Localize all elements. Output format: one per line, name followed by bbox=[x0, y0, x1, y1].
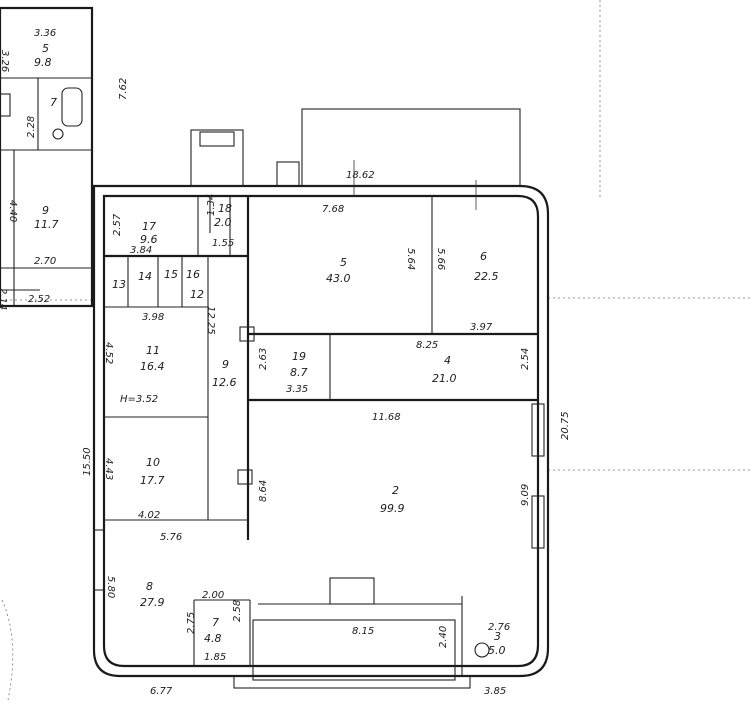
dimension-label: 2.70 bbox=[34, 256, 56, 267]
dimension-label: 3.36 bbox=[34, 28, 56, 39]
dimension-label: 4.02 bbox=[138, 510, 160, 521]
adjacent-apartment bbox=[0, 6, 94, 308]
dimension-label: 2.63 bbox=[258, 348, 269, 370]
dimension-label: 8.25 bbox=[416, 340, 438, 351]
dimension-label: 4.40 bbox=[7, 200, 18, 222]
room-area: 11.7 bbox=[34, 218, 59, 231]
dimension-label: 5.64 bbox=[405, 248, 416, 270]
dimension-label: 1.34 bbox=[206, 194, 217, 216]
room-area: 99.9 bbox=[380, 502, 405, 515]
room-number: 9 bbox=[42, 204, 49, 217]
dimension-label: 9.09 bbox=[520, 484, 531, 506]
dimension-label: 2.14 bbox=[0, 288, 8, 310]
room-number: 18 bbox=[218, 202, 232, 215]
dimension-label: 1.85 bbox=[204, 652, 226, 663]
dimension-label: 2.58 bbox=[232, 600, 243, 622]
dimension-label: 7.62 bbox=[118, 78, 129, 100]
room-area: 17.7 bbox=[140, 474, 165, 487]
room-area: 9.8 bbox=[34, 56, 52, 69]
room-number: 13 bbox=[112, 278, 126, 291]
room-number: 9 bbox=[222, 358, 229, 371]
dimension-label: 2.00 bbox=[202, 590, 224, 601]
dimension-label: 3.98 bbox=[142, 312, 164, 323]
dimension-label: 3.26 bbox=[0, 50, 10, 72]
room-number: 2 bbox=[392, 484, 399, 497]
room-number: 17 bbox=[142, 220, 156, 233]
dimension-label: 7.68 bbox=[322, 204, 344, 215]
room-area: 12.6 bbox=[212, 376, 237, 389]
room-number: 10 bbox=[146, 456, 160, 469]
room-number: 14 bbox=[138, 270, 152, 283]
dimension-label: 4.43 bbox=[103, 458, 114, 480]
room-number: 6 bbox=[480, 250, 487, 263]
room-area: 5.0 bbox=[488, 644, 506, 657]
room-area: 16.4 bbox=[140, 360, 165, 373]
dimension-label: 3.85 bbox=[484, 686, 506, 697]
room-number: 5 bbox=[340, 256, 347, 269]
room-number: 11 bbox=[146, 344, 160, 357]
dimension-label: 4.52 bbox=[103, 342, 114, 364]
room-area: 43.0 bbox=[326, 272, 351, 285]
room-area: 2.0 bbox=[214, 216, 232, 229]
dimension-label: 2.52 bbox=[28, 294, 50, 305]
room-number: 3 bbox=[494, 630, 501, 643]
room-number: 5 bbox=[42, 42, 49, 55]
room-area: 27.9 bbox=[140, 596, 165, 609]
room-area: 8.7 bbox=[290, 366, 308, 379]
dimension-label: 2.54 bbox=[520, 348, 531, 370]
room-number: 19 bbox=[292, 350, 306, 363]
room-labels: 5 9.8 7 9 11.7 17 9.6 18 2.0 14 15 16 13… bbox=[34, 42, 506, 657]
dimension-label: 18.62 bbox=[346, 170, 375, 181]
dimension-label: 11.68 bbox=[372, 412, 401, 423]
dimension-label: 20.75 bbox=[560, 411, 571, 440]
room-number: 12 bbox=[190, 288, 204, 301]
room-number: 15 bbox=[164, 268, 178, 281]
dimension-label: 6.77 bbox=[150, 686, 173, 697]
dimension-label: 2.57 bbox=[112, 213, 123, 236]
dimension-label: 2.75 bbox=[186, 612, 197, 634]
room-number: 16 bbox=[186, 268, 200, 281]
dimension-label: 1.55 bbox=[212, 238, 234, 249]
room-area: 22.5 bbox=[474, 270, 499, 283]
dimension-label: 2.76 bbox=[488, 622, 510, 633]
room-number: 4 bbox=[444, 354, 451, 367]
dimension-label: 2.28 bbox=[26, 116, 37, 138]
dimension-label: 5.80 bbox=[105, 576, 116, 598]
construction-lines bbox=[0, 0, 752, 701]
dimension-label: 8.15 bbox=[352, 626, 374, 637]
dimension-label: 2.40 bbox=[438, 626, 449, 648]
main-apartment bbox=[92, 108, 550, 689]
room-number: 8 bbox=[146, 580, 153, 593]
room-area: 9.6 bbox=[140, 233, 158, 246]
room-number: 7 bbox=[50, 96, 57, 109]
dimension-label: 5.66 bbox=[435, 248, 446, 270]
dimension-label: 15.50 bbox=[82, 447, 93, 476]
dimension-label: H=3.52 bbox=[120, 394, 158, 405]
dimension-label: 5.76 bbox=[160, 532, 182, 543]
dimension-labels: 3.36 3.26 7.62 2.28 4.40 2.70 2.14 2.52 … bbox=[0, 28, 571, 697]
room-number: 7 bbox=[212, 616, 219, 629]
room-area: 21.0 bbox=[432, 372, 457, 385]
dimension-label: 3.35 bbox=[286, 384, 308, 395]
dimension-label: 3.97 bbox=[470, 322, 493, 333]
dimension-label: 3.84 bbox=[130, 245, 152, 256]
room-area: 4.8 bbox=[204, 632, 222, 645]
dimension-label: 12.25 bbox=[205, 306, 216, 335]
dimension-label: 8.64 bbox=[258, 480, 269, 502]
